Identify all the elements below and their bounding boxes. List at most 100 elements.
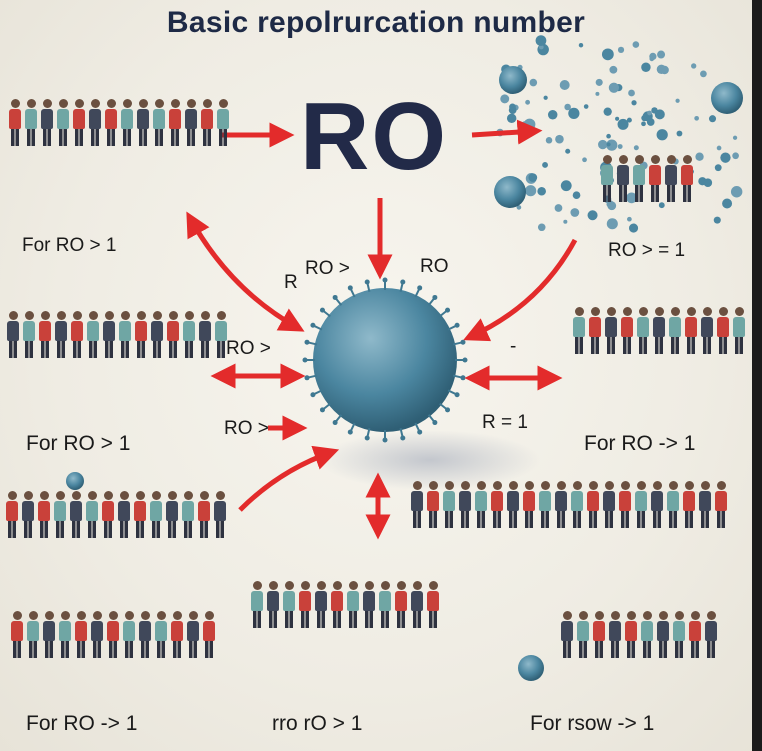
label-for-r0-mid-left: For RO > 1 — [26, 432, 131, 455]
person-icon — [640, 611, 654, 658]
person-icon — [101, 491, 115, 538]
person-icon — [198, 311, 212, 358]
virus-icon — [595, 78, 603, 86]
person-icon — [362, 581, 376, 628]
person-icon — [250, 581, 264, 628]
person-icon — [54, 311, 68, 358]
person-icon — [714, 481, 728, 528]
crowd-bottom-row-5 — [560, 600, 718, 658]
virus-icon — [603, 107, 612, 116]
person-icon — [684, 307, 698, 354]
person-icon — [88, 99, 102, 146]
person-icon — [118, 311, 132, 358]
crowd-bottom-row-1 — [5, 480, 227, 538]
person-icon — [426, 481, 440, 528]
person-icon — [700, 307, 714, 354]
virus-icon — [649, 56, 655, 62]
virus-icon — [606, 133, 611, 139]
arrow-icon — [471, 119, 543, 145]
virus-icon — [646, 118, 655, 126]
label-for-r0-top-left: For RO > 1 — [22, 235, 117, 256]
virus-icon — [564, 103, 571, 111]
person-icon — [618, 481, 632, 528]
person-icon — [120, 99, 134, 146]
person-icon — [42, 611, 56, 658]
person-icon — [216, 99, 230, 146]
person-icon — [604, 307, 618, 354]
person-icon — [104, 99, 118, 146]
person-icon — [442, 481, 456, 528]
virus-icon — [565, 148, 571, 154]
person-icon — [426, 581, 440, 628]
crowd-bottom-row-2 — [410, 470, 728, 528]
person-icon — [616, 155, 630, 202]
virus-icon — [722, 198, 733, 209]
virus-icon — [606, 200, 614, 208]
person-icon — [634, 481, 648, 528]
person-icon — [538, 481, 552, 528]
person-icon — [134, 311, 148, 358]
virus-icon — [528, 173, 538, 182]
virus-icon — [583, 104, 589, 109]
label-dash-right: - — [510, 336, 517, 357]
person-icon — [170, 611, 184, 658]
person-icon — [138, 611, 152, 658]
person-icon — [600, 155, 614, 202]
virus-icon — [538, 44, 544, 50]
person-icon — [38, 311, 52, 358]
person-icon — [620, 307, 634, 354]
virus-icon — [563, 219, 568, 224]
person-icon — [213, 491, 227, 538]
person-icon — [346, 581, 360, 628]
person-icon — [682, 481, 696, 528]
virus-icon — [543, 95, 548, 100]
person-icon — [58, 611, 72, 658]
virus-icon — [542, 162, 548, 168]
virus-icon — [555, 134, 564, 144]
person-icon — [165, 491, 179, 538]
person-icon — [704, 611, 718, 658]
person-icon — [122, 611, 136, 658]
crowd-bottom-row-3 — [10, 600, 216, 658]
virus-icon — [627, 216, 632, 222]
virus-icon — [518, 655, 544, 681]
label-for-r0-mid-right: For RO -> 1 — [584, 432, 696, 455]
virus-icon — [559, 80, 570, 90]
virus-icon — [578, 42, 584, 48]
virus-icon — [617, 46, 625, 54]
virus-icon — [608, 82, 620, 93]
virus-icon — [626, 117, 632, 123]
virus-icon — [632, 41, 640, 48]
virus-icon — [595, 91, 600, 96]
virus-icon — [629, 223, 639, 233]
person-icon — [624, 611, 638, 658]
virus-icon — [694, 115, 699, 121]
virus-icon — [506, 113, 517, 124]
person-icon — [560, 611, 574, 658]
virus-icon — [676, 130, 683, 137]
virus-icon — [509, 103, 516, 111]
person-icon — [72, 99, 86, 146]
virus-icon — [587, 210, 598, 221]
crowd-top-right — [600, 145, 694, 202]
virus-icon — [615, 116, 620, 121]
person-icon — [474, 481, 488, 528]
label-r0-left-low: RO > — [224, 418, 269, 439]
person-icon — [70, 311, 84, 358]
person-icon — [69, 491, 83, 538]
person-icon — [632, 155, 646, 202]
virus-icon — [606, 218, 618, 230]
person-icon — [6, 311, 20, 358]
virus-icon — [658, 202, 665, 209]
person-icon — [588, 307, 602, 354]
virus-icon — [708, 115, 717, 123]
person-icon — [37, 491, 51, 538]
person-icon — [298, 581, 312, 628]
virus-icon — [631, 100, 637, 106]
person-icon — [90, 611, 104, 658]
r0-heading: RO — [300, 83, 448, 190]
person-icon — [732, 307, 746, 354]
person-icon — [10, 611, 24, 658]
person-icon — [117, 491, 131, 538]
virus-icon — [547, 110, 558, 120]
